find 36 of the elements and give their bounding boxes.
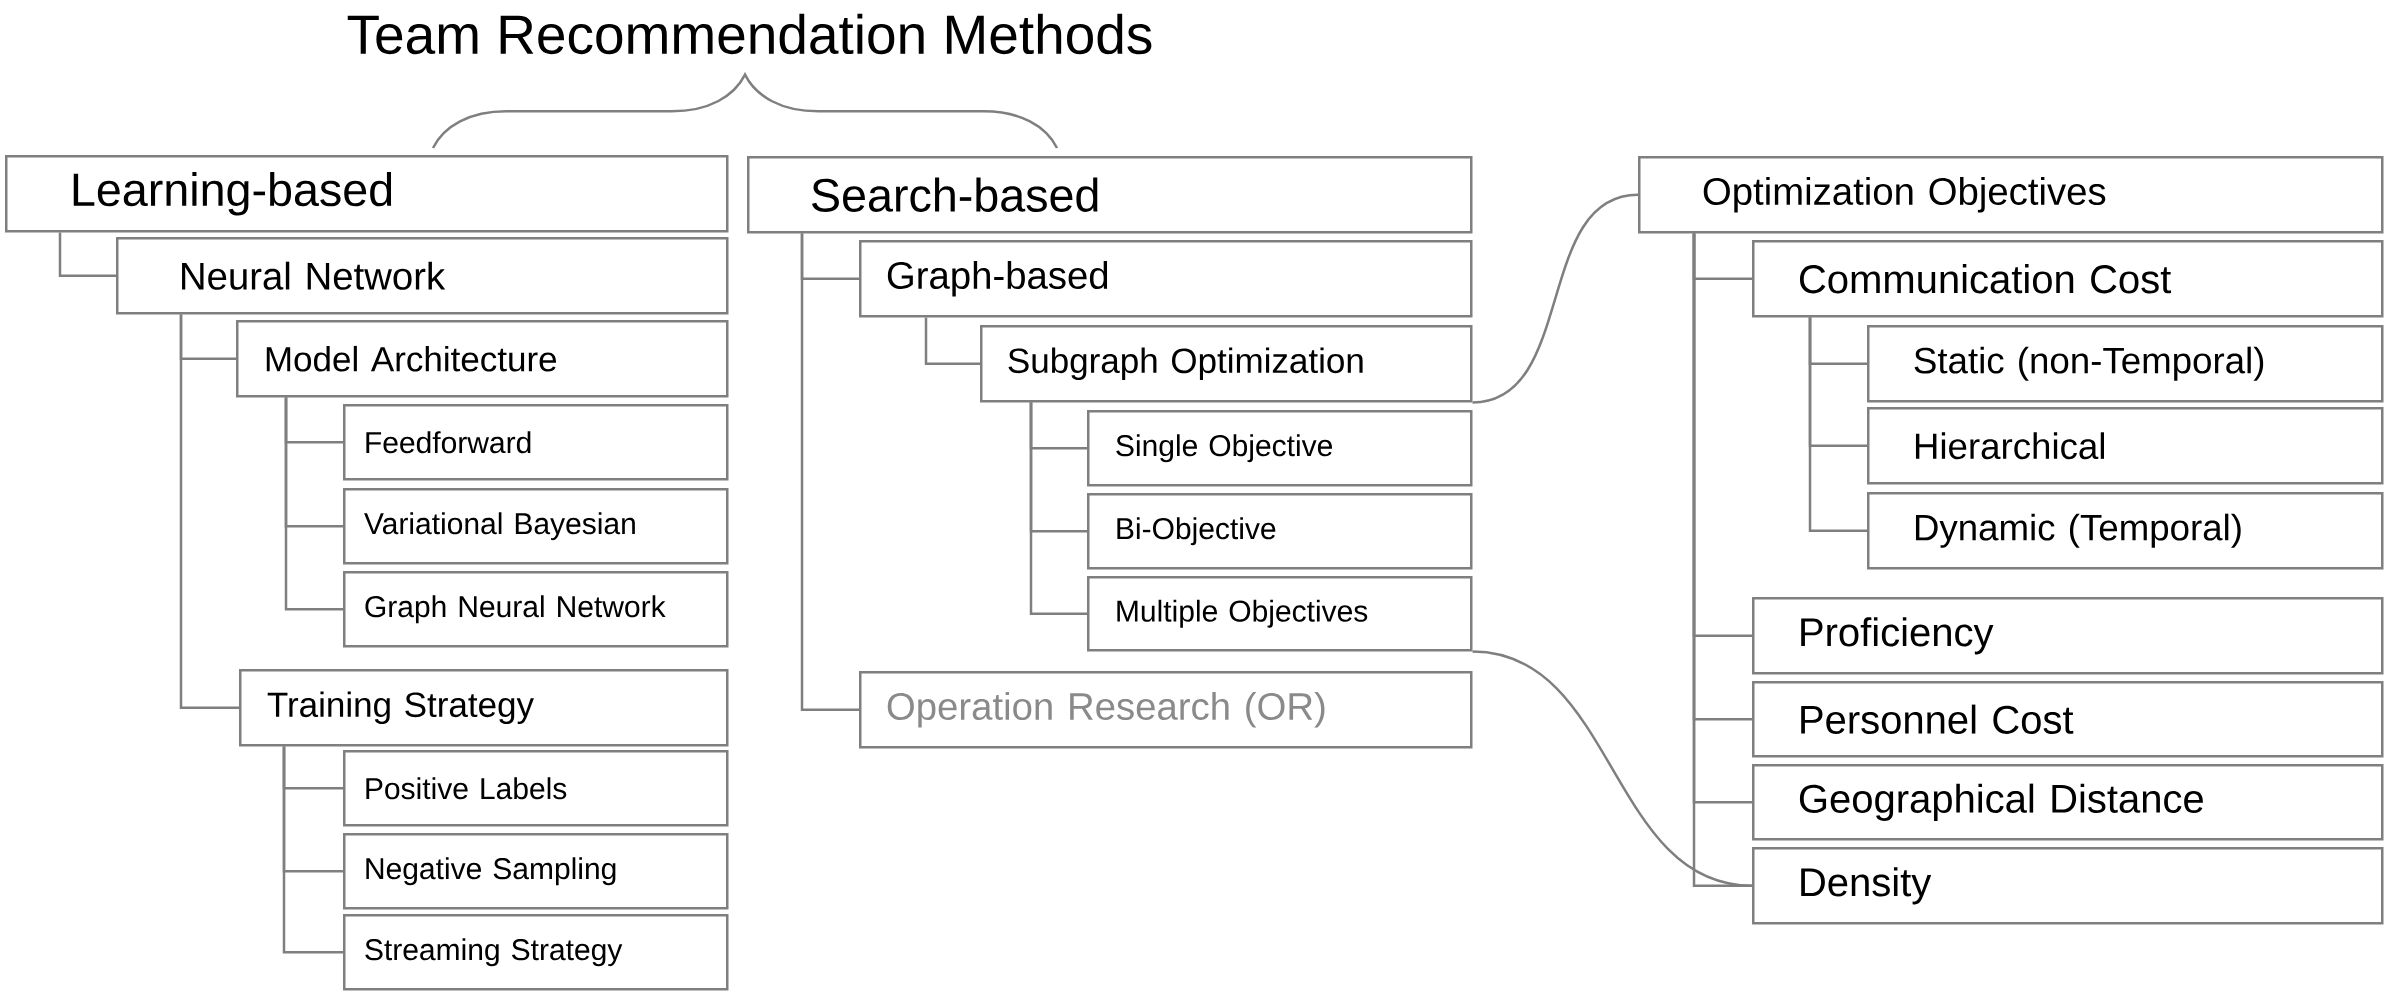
category-box: Operation Research (OR) — [859, 671, 1473, 749]
tree-connector — [1808, 317, 1867, 532]
category-box: Neural Network — [116, 237, 729, 315]
title: Team Recommendation Methods — [347, 13, 1152, 55]
category-box: Graph-based — [859, 240, 1473, 318]
category-box: Communication Cost — [1752, 240, 2384, 318]
category-box: Graph Neural Network — [343, 571, 729, 648]
category-box: Streaming Strategy — [343, 914, 729, 991]
category-box: Search-based — [747, 156, 1473, 234]
category-box: Learning-based — [5, 155, 729, 233]
category-box: Multiple Objectives — [1087, 576, 1473, 652]
category-box: Negative Sampling — [343, 833, 729, 910]
category-box: Geographical Distance — [1752, 764, 2384, 841]
tree-connector — [179, 314, 239, 709]
category-box: Personnel Cost — [1752, 681, 2384, 758]
category-box: Model Architecture — [236, 320, 729, 398]
tree-connector — [282, 746, 343, 954]
category-box: Subgraph Optimization — [980, 325, 1473, 403]
tree-connector — [924, 317, 980, 365]
category-box: Density — [1752, 847, 2384, 925]
bracket-curve — [1472, 650, 1753, 887]
tree-connector — [58, 232, 116, 277]
tree-connector — [800, 233, 859, 711]
category-box: Hierarchical — [1867, 407, 2384, 485]
category-box: Optimization Objectives — [1638, 156, 2384, 234]
category-box: Training Strategy — [239, 669, 729, 747]
category-box: Bi-Objective — [1087, 493, 1473, 570]
category-box: Feedforward — [343, 404, 729, 481]
category-box: Static (non-Temporal) — [1867, 325, 2384, 403]
category-box: Proficiency — [1752, 597, 2384, 675]
tree-connector — [1029, 402, 1087, 615]
category-box: Single Objective — [1087, 410, 1473, 487]
category-box: Dynamic (Temporal) — [1867, 492, 2384, 570]
tree-connector — [284, 397, 343, 611]
category-box: Variational Bayesian — [343, 488, 729, 565]
category-box: Positive Labels — [343, 750, 729, 827]
